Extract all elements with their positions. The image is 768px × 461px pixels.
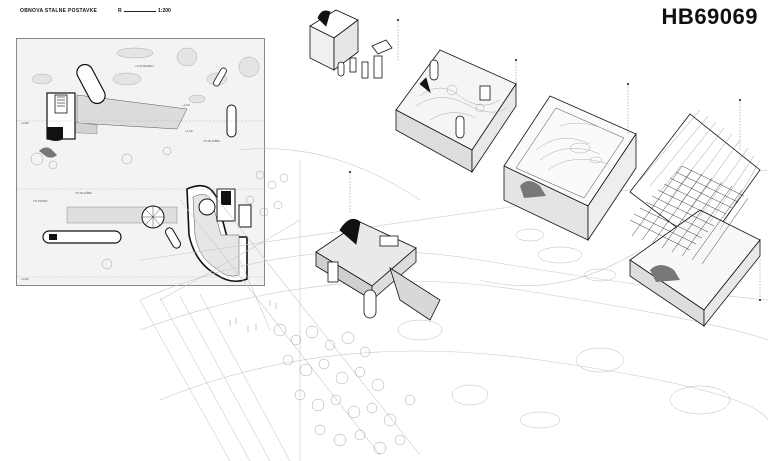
floor-plan-drawing — [17, 47, 264, 283]
north-label: R — [118, 8, 122, 14]
scale-label: 1:200 — [158, 8, 171, 14]
floor-plan-panel: +3.24 BASEN +1.60 TS IZLOŽBA +0.80 TS IZ… — [16, 38, 265, 286]
plan-label: +1.60 — [182, 103, 190, 107]
plan-label: TS IZLOŽBA — [203, 139, 221, 143]
plan-label: TS DOMIS — [33, 199, 48, 203]
plan-label: +3.24 BASEN — [135, 64, 154, 68]
plan-label: TS IZLOŽBA — [75, 191, 93, 195]
plan-label: +1.00 — [185, 129, 193, 133]
drawing-title: OBNOVA STALNE POSTAVKE — [20, 8, 98, 14]
plan-label: +0.80 — [21, 121, 29, 125]
project-code: HB69069 — [661, 4, 758, 29]
scale-bar — [124, 11, 156, 12]
plan-label: +0.80 — [21, 277, 29, 281]
